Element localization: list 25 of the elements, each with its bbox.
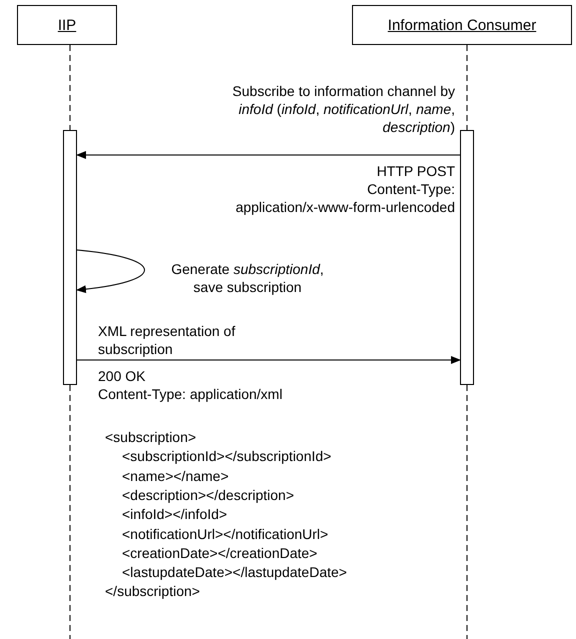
message-label: Generate subscriptionId, save subscription [170, 260, 325, 296]
xml-code-line: <subscription> [105, 428, 196, 446]
response-note: 200 OK [98, 367, 146, 385]
protocol-note: HTTP POST [376, 162, 455, 180]
message-arrow [76, 151, 460, 159]
participant-name: IIP [58, 16, 76, 34]
xml-code-line: </subscription> [105, 582, 200, 600]
response-note: Content-Type: application/xml [98, 385, 282, 403]
activation-bar [63, 130, 77, 385]
xml-code-line: <subscriptionId></subscriptionId> [122, 447, 332, 466]
xml-code-line: <name></name> [122, 466, 229, 485]
protocol-note: Content-Type: application/x-www-form-urlencoded [234, 180, 455, 216]
xml-code-line: <infoId></infoId> [122, 505, 228, 524]
message-arrow [76, 356, 461, 364]
message-label: Subscribe to information channel by infoId (infoId, notificationUrl, name, description) [231, 82, 455, 136]
xml-code-line: <notificationUrl></notificationUrl> [122, 524, 328, 542]
xml-code-line: <lastupdateDate></lastupdateDate> [122, 563, 347, 582]
message-arrow [76, 250, 145, 293]
participant-name: Information Consumer [388, 16, 536, 34]
lifeline-header-box [352, 5, 572, 45]
activation-bar [460, 130, 474, 385]
xml-code-line: <creationDate></creationDate> [122, 544, 318, 562]
lifeline-header-box [17, 5, 117, 45]
message-label: XML representation of subscription [98, 322, 236, 358]
xml-code-line: <description></description> [122, 486, 294, 504]
